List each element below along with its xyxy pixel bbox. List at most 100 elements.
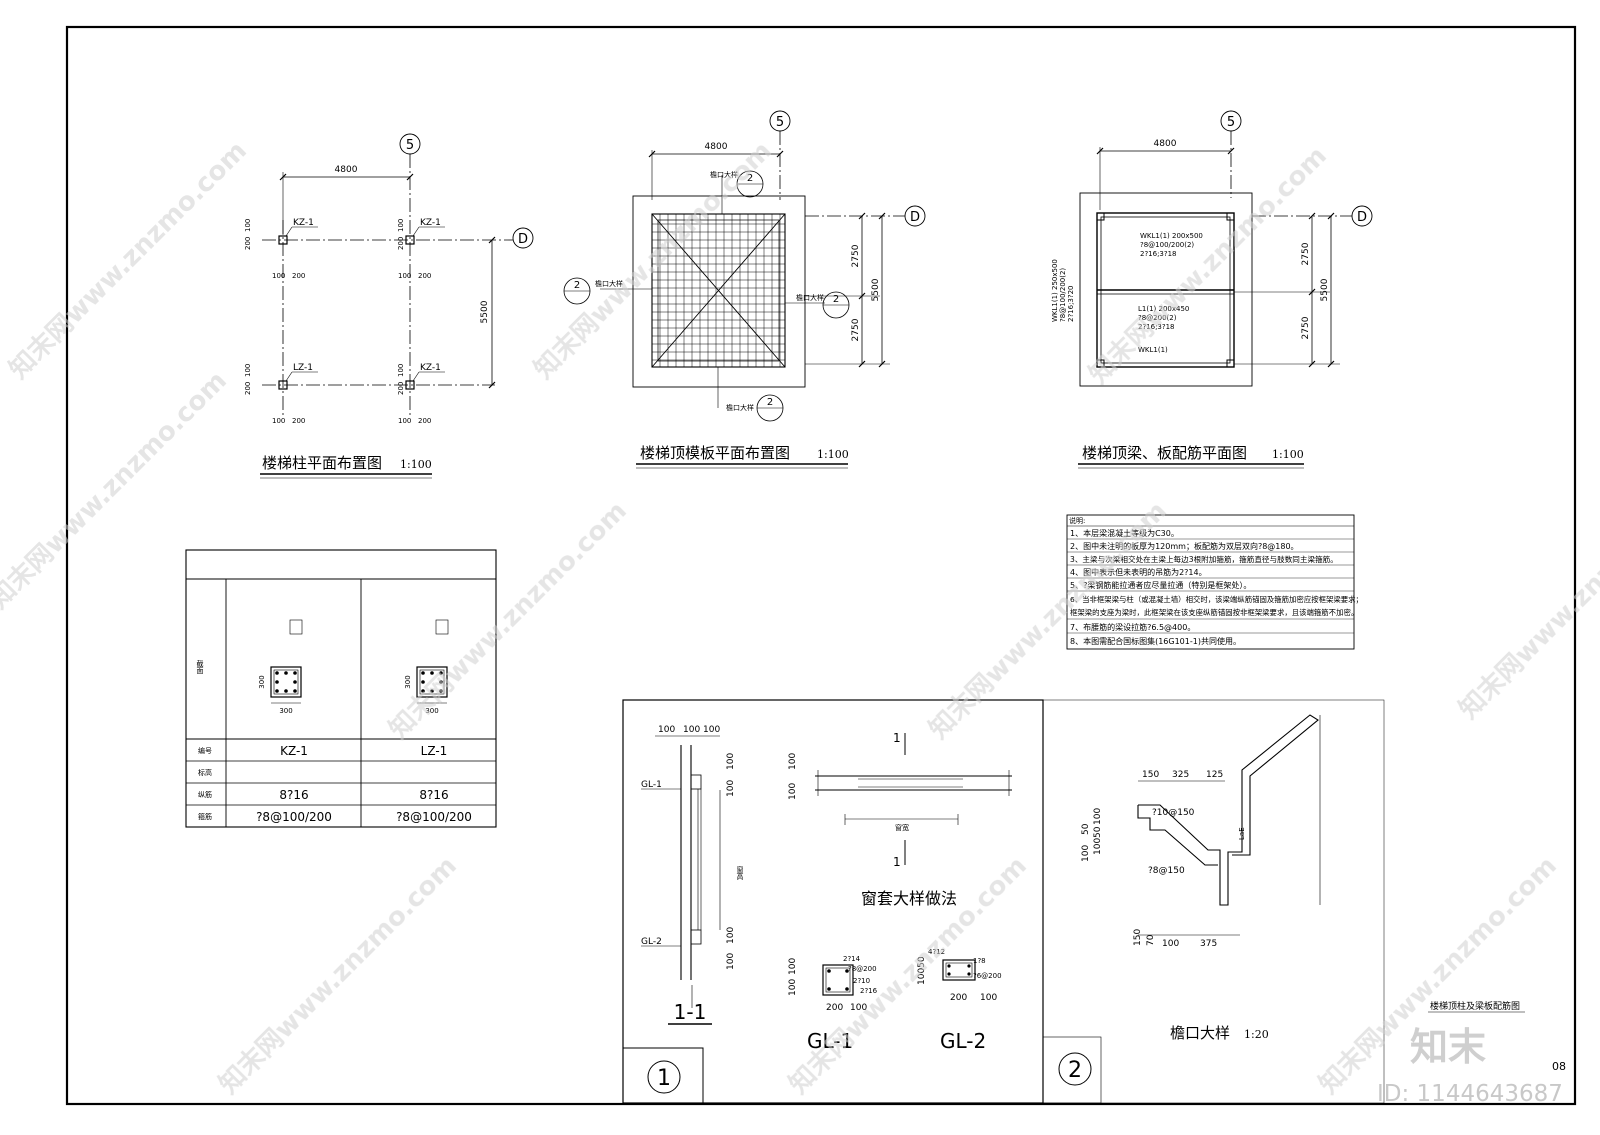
roof-tile-hatch <box>652 214 785 367</box>
detail1-window-height: 窗高 <box>736 865 744 881</box>
plan3-row-d: D <box>1357 210 1367 225</box>
gl1-dim-100: 100 <box>850 1003 867 1013</box>
column-table: 截面 编号 标高 纵筋 箍筋 300 300 300 300 KZ-1 <box>185 549 497 828</box>
plan-column-layout: 4800 5 D 5500 KZ-1 KZ-1 LZ-1 KZ-1 100 20… <box>244 133 534 479</box>
logo-text: 知末 <box>1410 1025 1486 1069</box>
plan1-vdim-100-c: 100 <box>397 364 405 377</box>
gl1-bar-4: 2?16 <box>860 987 878 995</box>
note-6: 6、当非框架梁与柱（或混凝土墙）相交时，该梁端纵筋锚固及箍筋加密应按框架梁要求； <box>1070 595 1363 604</box>
eave-left-dim-4: 50 <box>1081 823 1091 835</box>
gl2-title: GL-2 <box>940 1029 986 1053</box>
kz1-dim-h: 300 <box>258 675 266 688</box>
plan3-dim-lower: 2750 <box>1301 316 1311 339</box>
watermark-5: 知末网www.znzmo.com <box>384 496 633 745</box>
watermark-7: 知末网www.znzmo.com <box>1454 476 1600 725</box>
plan1-vdim-100-a: 100 <box>244 219 252 232</box>
coltable-lz1-code: LZ-1 <box>421 744 448 758</box>
eave-bar-1: ?10@150 <box>1152 808 1195 818</box>
coltable-kz1-stir: ?8@100/200 <box>256 810 332 824</box>
lz1-dim-h: 300 <box>404 675 412 688</box>
watermarks: 知末网www.znzmo.com 知末网www.znzmo.com 知末网www… <box>0 136 1600 1100</box>
gl2-bar-2: 1?8 <box>973 957 986 965</box>
coltable-row-code: 编号 <box>198 746 212 755</box>
plan1-col-label-2: KZ-1 <box>420 218 441 228</box>
eave-bottom-dim-2: 70 <box>1146 934 1156 946</box>
watermark-3: 知末网www.znzmo.com <box>1084 141 1333 390</box>
coltable-lz1-stir: ?8@100/200 <box>396 810 472 824</box>
notes-heading: 说明: <box>1069 516 1085 525</box>
plan3-beam2-line1: L1(1) 200x450 <box>1138 305 1189 313</box>
plan1-col-label-4: KZ-1 <box>420 363 441 373</box>
plan1-dim-200-d: 200 <box>418 417 431 425</box>
plan1-axis-5: 5 <box>406 138 414 153</box>
plan1-dim-height: 5500 <box>480 300 490 323</box>
plan3-beam2-line2: ?8@200(2) <box>1138 314 1177 322</box>
note-8: 8、本图需配合国标图集(16G101-1)共同使用。 <box>1070 636 1241 646</box>
lz1-dim-w: 300 <box>425 707 438 715</box>
plan1-row-d: D <box>518 232 528 247</box>
note-3: 3、主梁与次梁相交处在主梁上每边3根附加箍筋，箍筋直径与肢数同主梁箍筋。 <box>1070 554 1338 564</box>
plan1-vdim-200-c: 200 <box>397 382 405 395</box>
note-5: 5、?梁钢筋能拉通者应尽量拉通（特别是框架处）。 <box>1070 580 1251 590</box>
plan2-eave-label-right: 檐口大样 <box>796 293 824 302</box>
general-notes: 说明: 1、本层梁混凝土等级为C30。 2、图中未注明的板厚为120mm；板配筋… <box>1066 514 1363 650</box>
note-7: 7、布腰筋的梁设拉筋?6.5@400。 <box>1070 622 1195 632</box>
plan1-title: 楼梯柱平面布置图 <box>262 454 382 472</box>
plan2-dim-upper: 2750 <box>851 244 861 267</box>
eave-left-dim-5: 100 <box>1081 845 1091 862</box>
plan1-vdim-200-d: 200 <box>397 237 405 250</box>
eave-top-dim-3: 125 <box>1206 770 1223 780</box>
plan3-beam4-line1: WKL1(1) 250x500 <box>1051 259 1059 322</box>
detail1-top-dim-2: 100 <box>683 725 700 735</box>
column-section-kz1: 300 300 <box>258 619 303 715</box>
detail2-number: 2 <box>1068 1058 1082 1083</box>
kz1-dim-w: 300 <box>279 707 292 715</box>
plan2-dim-width: 4800 <box>705 142 728 152</box>
detail1-elev-dim-2: 100 <box>788 783 798 800</box>
note-1: 1、本层梁混凝土等级为C30。 <box>1070 528 1179 538</box>
plan1-dim-100-a: 100 <box>272 272 285 280</box>
gl1-bar-1: 2?14 <box>843 955 861 963</box>
gl1-dim-2: 100 <box>788 979 798 996</box>
plan3-dim-height: 5500 <box>1320 278 1330 301</box>
note-6b: 框架梁的支座为梁时，此框架梁在该支座纵筋锚固按非框架梁要求，且该端箍筋不加密。 <box>1070 608 1358 617</box>
plan1-col-label-3: LZ-1 <box>293 363 313 373</box>
plan3-beam1-line3: 2?16;3?18 <box>1140 250 1177 258</box>
plan1-dim-100-d: 100 <box>398 417 411 425</box>
plan3-scale: 1:100 <box>1272 448 1304 461</box>
plan1-dim-width: 4800 <box>335 165 358 175</box>
detail-2-panel: 2 150 325 125 LaE ?10@150 ?8@150 100 50 … <box>1042 699 1525 1104</box>
column-section-lz1: 300 300 <box>404 619 449 715</box>
detail1-vdim-2: 100 <box>726 780 736 797</box>
detail1-elev-dim-1: 100 <box>788 753 798 770</box>
plan2-axis-5: 5 <box>776 115 784 130</box>
plan3-title: 楼梯顶梁、板配筋平面图 <box>1082 444 1247 462</box>
watermark-1: 知末网www.znzmo.com <box>4 136 253 385</box>
note-2: 2、图中未注明的板厚为120mm；板配筋为双层双向?8@180。 <box>1070 541 1299 551</box>
detail1-top-dim-1: 100 <box>658 725 675 735</box>
coltable-row-elev: 标高 <box>198 768 212 777</box>
eave-bar-2: ?8@150 <box>1148 866 1185 876</box>
plan-beam-reinforcement: 4800 5 D 2750 2750 5500 WKL1(1) 200x500 … <box>1051 110 1373 469</box>
note-4: 4、图中表示但未表明的吊筋为2?14。 <box>1070 567 1207 577</box>
detail1-gl1-label: GL-1 <box>641 780 662 790</box>
page-number: 08 <box>1552 1060 1566 1073</box>
plan2-eave-label-left: 檐口大样 <box>595 279 623 288</box>
gl1-dim-1: 100 <box>788 958 798 975</box>
plan1-vdim-100-d: 100 <box>397 219 405 232</box>
eave-left-dim-2: 50 <box>1093 826 1103 838</box>
plan2-dim-lower: 2750 <box>851 318 861 341</box>
coltable-row-section: 截面 <box>196 659 204 675</box>
eave-top-dim-2: 325 <box>1172 770 1189 780</box>
plan-roof-formwork: 4800 5 D <box>563 110 926 469</box>
watermark-2: 知末网www.znzmo.com <box>529 136 778 385</box>
plan1-vdim-200-b: 200 <box>244 382 252 395</box>
coltable-row-stir: 箍筋 <box>198 812 212 821</box>
gl2-bar-1: 4?12 <box>928 948 945 956</box>
eave-bottom-dim-3: 100 <box>1162 939 1179 949</box>
coltable-kz1-long: 8?16 <box>279 788 308 802</box>
plan2-detail-left: 2 <box>574 280 580 291</box>
plan3-dim-upper: 2750 <box>1301 242 1311 265</box>
plan2-scale: 1:100 <box>817 448 849 461</box>
watermark-6: 知末网www.znzmo.com <box>924 496 1173 745</box>
